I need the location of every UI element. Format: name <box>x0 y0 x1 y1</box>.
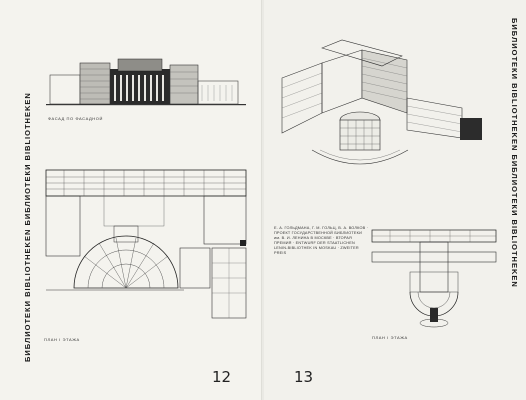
left-plan-caption: ПЛАН I ЭТАЖА <box>44 337 80 342</box>
left-page-number: 12 <box>212 368 232 386</box>
left-page: БИБЛИОТЕКИ BIBLIOTHEKEN БИБЛИОТЕКИ BIBLI… <box>0 0 262 400</box>
right-plan-caption: ПЛАН I ЭТАЖА <box>372 335 408 340</box>
facade-elevation-drawing <box>46 58 246 106</box>
right-floor-plan-drawing <box>371 229 497 328</box>
project-description: Е. А. ГОЛЬДМАНА, Г. М. ГОЛЬЦ, В. А. ВОЛК… <box>274 226 369 255</box>
right-page-number: 13 <box>294 368 314 386</box>
left-spine-label: БИБЛИОТЕКИ BIBLIOTHEKEN БИБЛИОТЕКИ BIBLI… <box>23 92 32 362</box>
floor-plan-drawing <box>45 169 247 319</box>
right-spine-label: БИБЛИОТЕКИ BIBLIOTHEKEN БИБЛИОТЕКИ BIBLI… <box>510 18 519 288</box>
perspective-drawing <box>281 39 482 165</box>
book-gutter <box>261 0 265 400</box>
facade-caption: ФАСАД ПО ФАСАДНОЙ <box>48 116 103 121</box>
right-page: БИБЛИОТЕКИ BIBLIOTHEKEN БИБЛИОТЕКИ BIBLI… <box>264 0 526 400</box>
